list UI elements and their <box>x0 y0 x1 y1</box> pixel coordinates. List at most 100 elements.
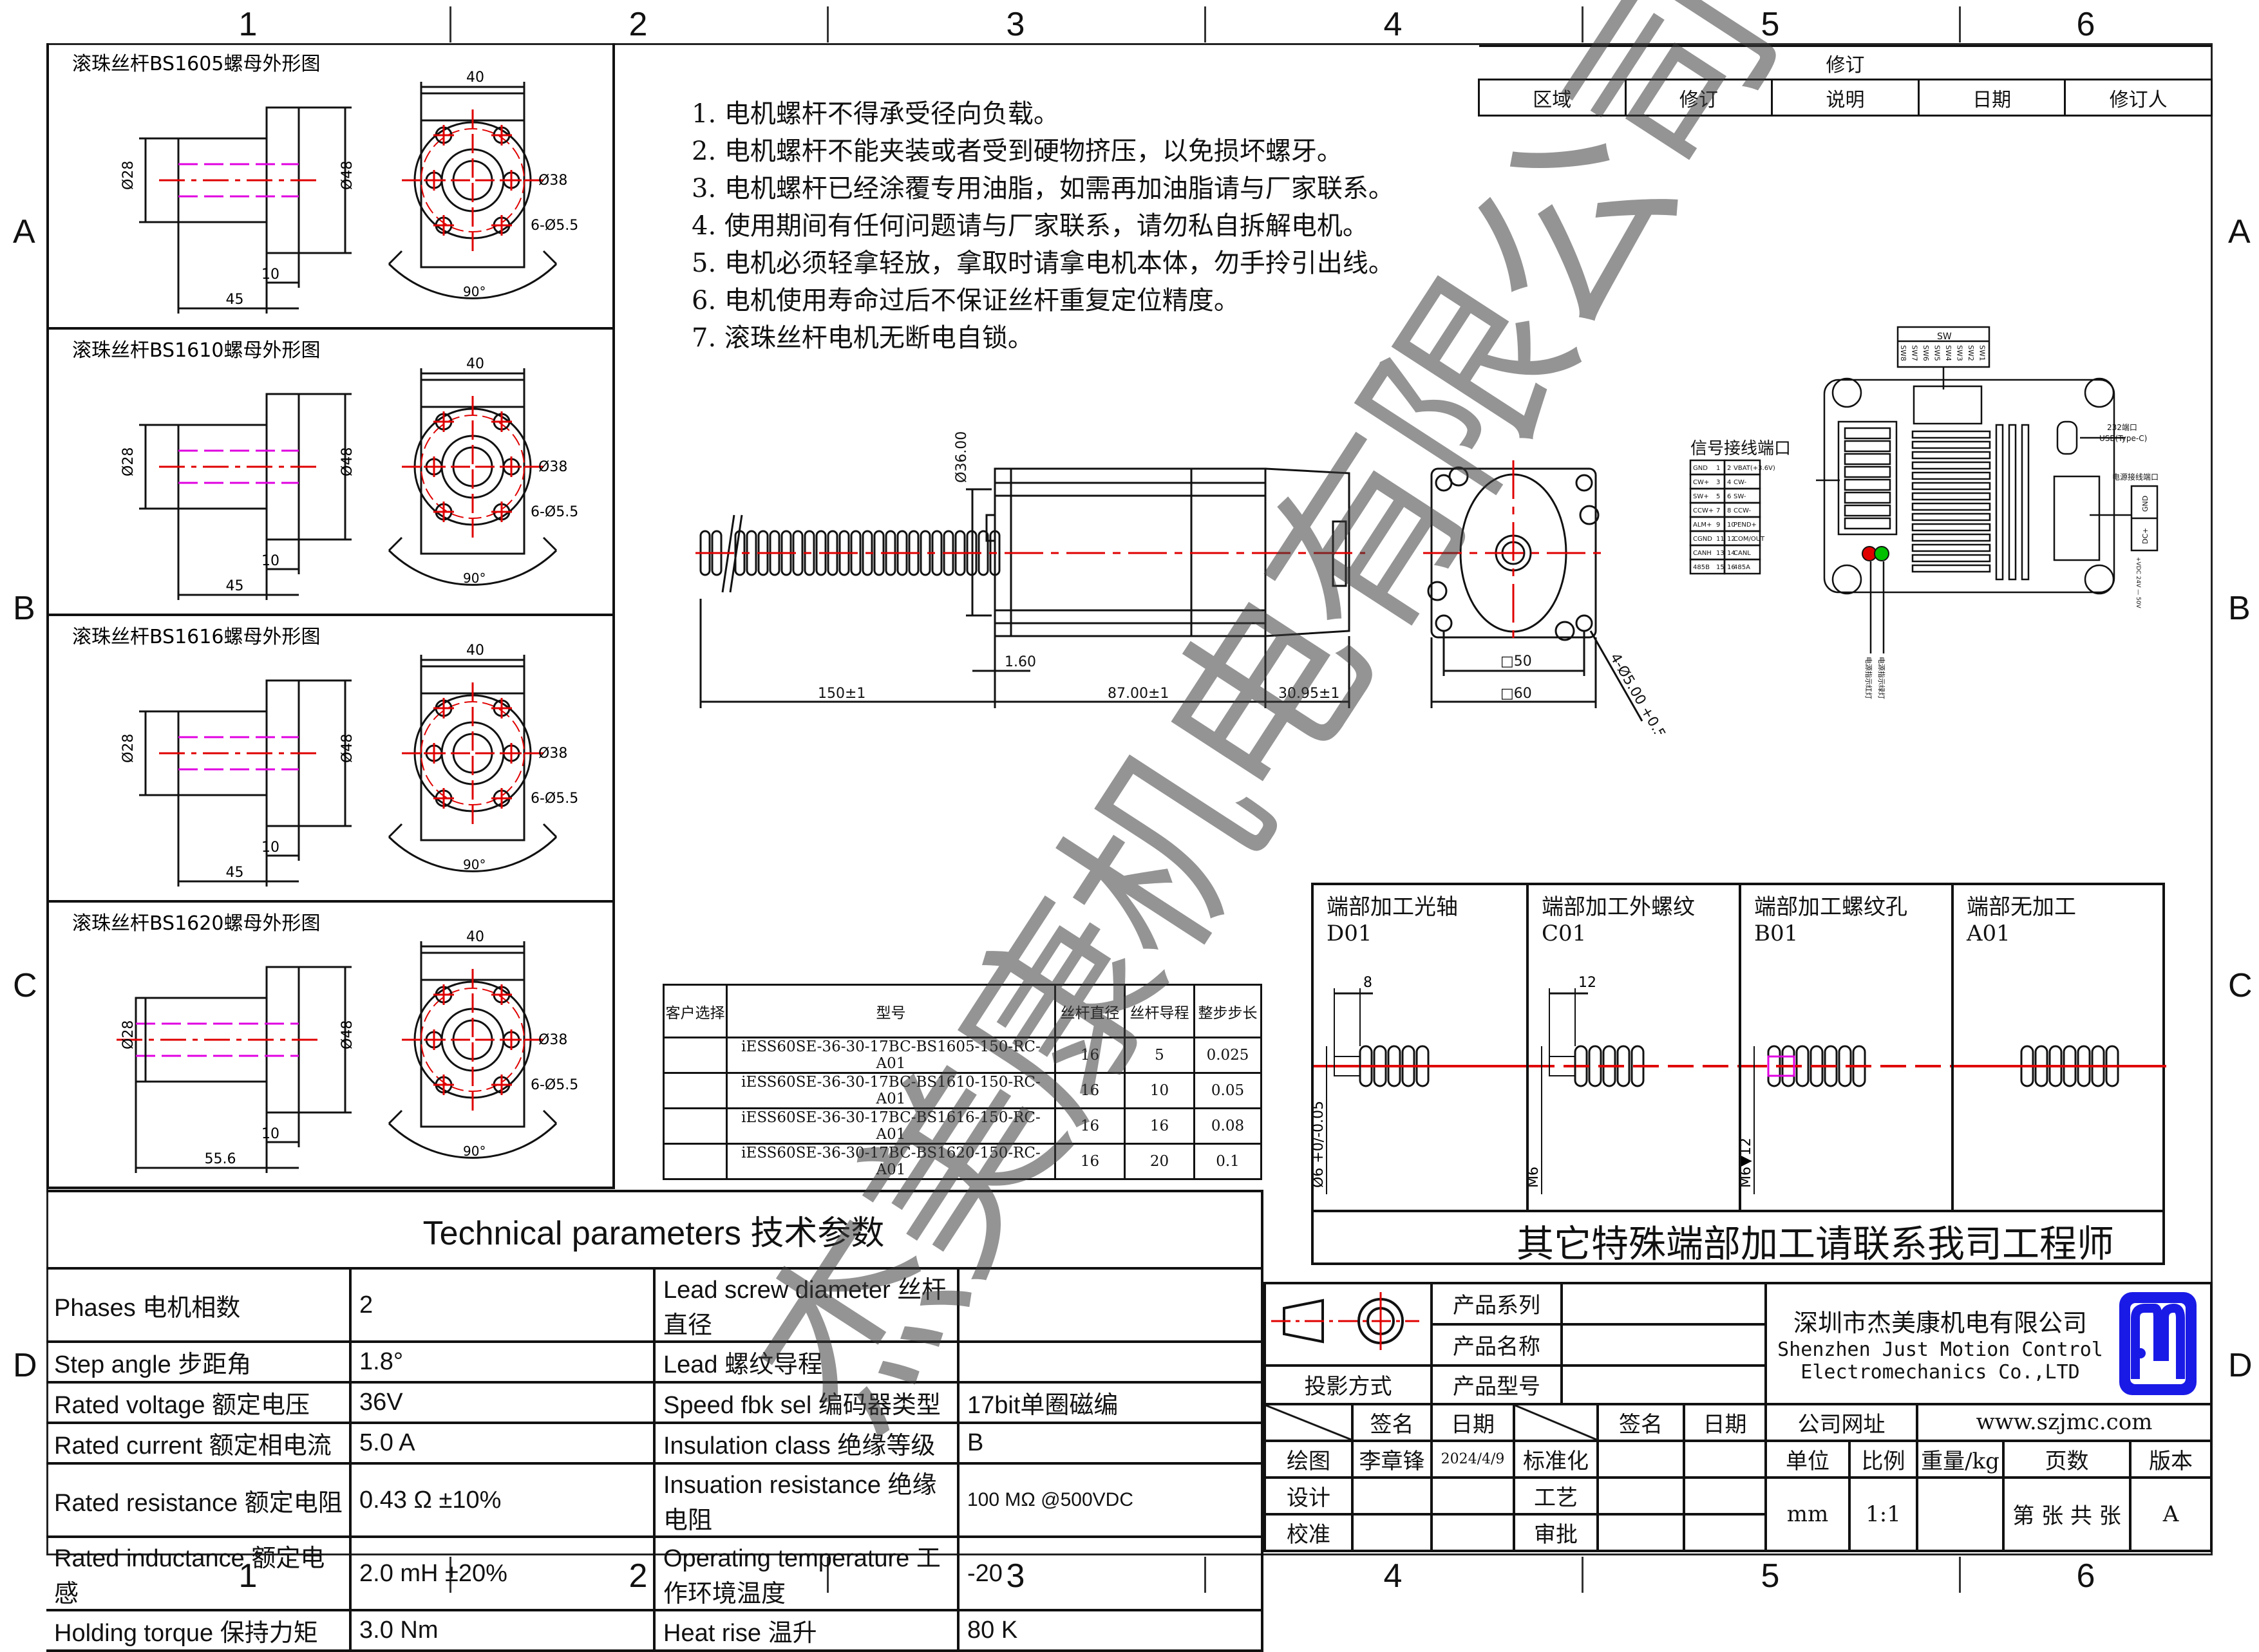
customer-select-cell[interactable] <box>663 1037 728 1074</box>
pin-label: CANH <box>1693 550 1712 557</box>
param-value: 36V <box>349 1381 656 1424</box>
pin-label: PEND+ <box>1734 521 1757 529</box>
param-value: 0.43 Ω ±10% <box>349 1462 656 1538</box>
nut-dim-label: 10 <box>261 1126 279 1142</box>
terminal-slot <box>1844 453 1891 465</box>
projection-icon <box>1271 1292 1419 1351</box>
param-label: Operating temperature 工作环境温度 <box>653 1535 959 1611</box>
nut-dim-label: 10 <box>261 267 279 283</box>
terminal-slot <box>1844 504 1891 517</box>
revision-table: 修订 区域 修订 说明 日期 修订人 <box>1478 45 2213 117</box>
zone-row-label: C <box>13 967 37 1004</box>
nut-dim-label: 40 <box>466 929 484 945</box>
note-item: 3. 电机螺杆已经涂覆专用油脂，如需再加油脂请与厂家联系。 <box>692 174 1394 203</box>
weight-value <box>1916 1476 2005 1553</box>
zone-column-label: 4 <box>1383 1557 1403 1595</box>
signal-port-title: 信号接线端口 <box>1690 439 1791 458</box>
pin-label: 10 <box>1727 521 1735 529</box>
sign-header: 签名 <box>1596 1402 1685 1442</box>
nut-dim-label: Ø48 <box>339 161 355 190</box>
dim-rear-length: 30.95±1 <box>1278 686 1339 702</box>
zone-row-label: D <box>2228 1346 2253 1384</box>
terminal-slot <box>1844 465 1891 478</box>
param-label: Lead screw diameter 丝杆直径 <box>653 1267 959 1343</box>
customer-select-cell[interactable] <box>663 1143 728 1180</box>
sw-label: SW6 <box>1922 345 1930 361</box>
weight-label: 重量/kg <box>1916 1439 2005 1479</box>
zone-divider <box>1959 1557 1961 1593</box>
pin-label: 2 <box>1727 465 1731 472</box>
zone-column-label: 6 <box>2076 6 2095 43</box>
web-value[interactable]: www.szjmc.com <box>1916 1402 2213 1442</box>
usb-port <box>2056 420 2078 455</box>
zone-divider <box>1582 1557 1583 1593</box>
pin-label: 12 <box>1727 536 1735 543</box>
zone-column-label: 3 <box>1006 6 1025 43</box>
nut-dim-label: 90° <box>463 284 486 299</box>
customer-select-cell[interactable] <box>663 1107 728 1145</box>
revision-header: 日期 <box>1917 79 2066 117</box>
company-name-en: Shenzhen Just Motion Control <box>1777 1338 2103 1362</box>
zone-divider <box>1582 6 1583 42</box>
unit-label: 单位 <box>1764 1439 1851 1479</box>
note-item: 6. 电机使用寿命过后不保证丝杆重复定位精度。 <box>692 286 1240 315</box>
model-label: 产品型号 <box>1430 1364 1563 1405</box>
table-cell: iESS60SE-36-30-17BC-BS1620-150-RC-A01 <box>726 1143 1056 1180</box>
customer-select-cell[interactable] <box>663 1072 728 1109</box>
usb-label: 232端口 <box>2107 423 2137 432</box>
title-block: 产品系列 深圳市杰美康机电有限公司 Shenzhen Just Motion C… <box>1263 1282 2213 1553</box>
power-connector <box>2053 475 2101 561</box>
end-option-drawing: 8Ø6 +0/-0.05 <box>1314 975 1526 1194</box>
sw-label: SW5 <box>1933 345 1942 361</box>
model-header: 整步步长 <box>1193 984 1262 1038</box>
sw-label: SW1 <box>1978 345 1987 361</box>
note-item: 4. 使用期间有任何问题请与厂家联系，请勿私自拆解电机。 <box>692 211 1368 241</box>
end-dia-label: Ø6 +0/-0.05 <box>1314 1101 1327 1188</box>
sw-title: SW <box>1937 332 1952 342</box>
param-value: 80 K <box>957 1609 1263 1652</box>
nut-dim-label: Ø28 <box>120 734 137 763</box>
driver-body <box>1823 379 2115 594</box>
param-value: -20 <box>957 1535 1263 1611</box>
pin-label: 485B <box>1693 564 1710 571</box>
param-label: Rated inductance 额定电感 <box>46 1535 352 1611</box>
end-option-drawing <box>1954 1045 2166 1087</box>
dim-square-50: □50 <box>1500 653 1532 670</box>
draw-label: 绘图 <box>1263 1439 1354 1479</box>
table-cell: 0.1 <box>1193 1143 1262 1180</box>
zone-column-label: 2 <box>629 6 648 43</box>
nut-dim-label: Ø28 <box>120 447 137 476</box>
param-label: Speed fbk sel 编码器类型 <box>653 1381 959 1424</box>
company-logo <box>2119 1291 2197 1395</box>
check-label: 校准 <box>1263 1512 1354 1553</box>
nut-dim-label: 40 <box>466 356 484 372</box>
pin-label: CCW+ <box>1693 507 1714 514</box>
pin-label: 8 <box>1727 507 1731 514</box>
revision-header: 修订人 <box>2064 79 2213 117</box>
page-value: 第 张 共 张 <box>2002 1476 2132 1553</box>
motor-drawing: Ø36.00 1.60 150±1 87.00±1 30.95±1 □50 □6… <box>695 431 1678 734</box>
end-dim-label: 12 <box>1578 975 1596 991</box>
nut-dim-label: 10 <box>261 840 279 856</box>
dip-switch <box>1913 385 1983 425</box>
projection-symbol <box>1263 1282 1433 1367</box>
pin-label: 13 <box>1716 550 1725 557</box>
series-label: 产品系列 <box>1430 1282 1563 1326</box>
pin-label: CCW- <box>1734 507 1751 514</box>
nut-dim-label: 10 <box>261 553 279 569</box>
pin-label: 5 <box>1716 493 1720 500</box>
pin-label: ALM+ <box>1693 521 1712 529</box>
pin-label: 3 <box>1716 479 1720 486</box>
terminal-slot <box>1844 517 1891 530</box>
end-option-code: C01 <box>1542 921 1587 946</box>
param-value: B <box>957 1422 1263 1465</box>
pin-label: SW+ <box>1693 493 1709 500</box>
param-label: Phases 电机相数 <box>46 1267 352 1343</box>
